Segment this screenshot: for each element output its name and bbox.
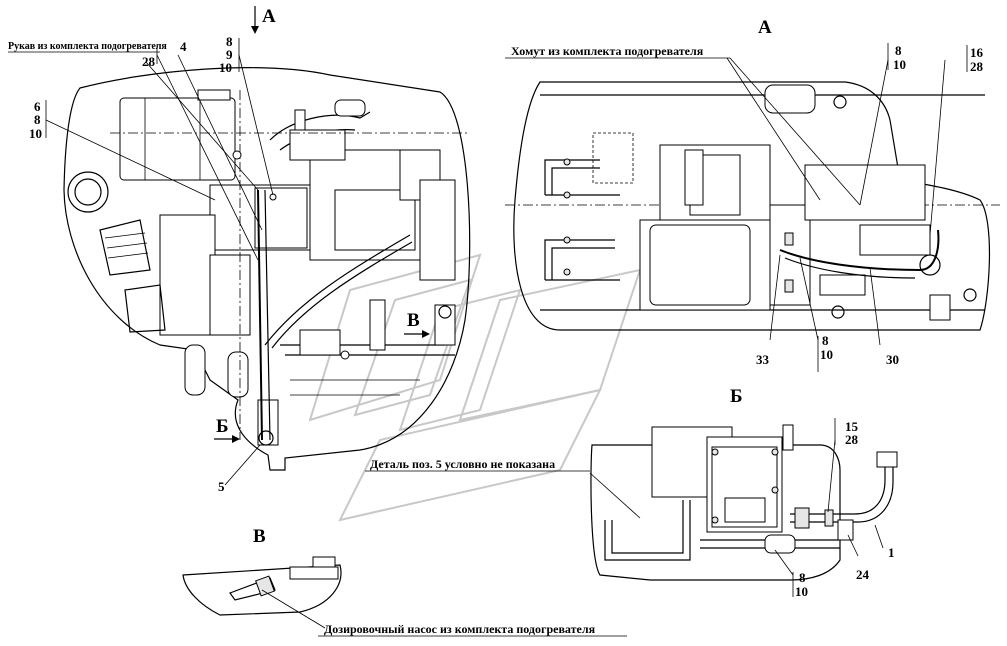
view-v-detail (182, 556, 342, 629)
view-b-arrow (214, 435, 240, 443)
view-a-arrow (251, 6, 259, 34)
pos-30: 30 (886, 352, 899, 367)
pos-9-a: 9 (226, 47, 233, 62)
note-hose: Рукав из комплекта подогревателя (8, 41, 167, 52)
pos-8-a: 8 (226, 34, 233, 49)
note-clamp: Хомут из комплекта подогревателя (511, 44, 704, 58)
pos-6: 6 (34, 99, 41, 114)
pos-10-a: 10 (219, 60, 232, 75)
note-detail5: Деталь поз. 5 условно не показана (370, 457, 555, 471)
pos-24: 24 (856, 567, 870, 582)
pos-28-hose: 28 (142, 54, 156, 69)
pos-10-b: 10 (29, 126, 42, 141)
pos-15: 15 (845, 419, 859, 434)
pos-10-c: 10 (893, 57, 906, 72)
pos-4: 4 (180, 39, 187, 54)
pos-10-e: 10 (795, 584, 808, 599)
pos-8-b: 8 (34, 112, 41, 127)
view-a-label-left: А (262, 6, 276, 27)
pos-16: 16 (970, 45, 984, 60)
pos-10-d: 10 (820, 347, 833, 362)
pos-28-e: 28 (845, 432, 859, 447)
pos-8-c: 8 (895, 43, 902, 58)
view-b-detail (589, 418, 898, 597)
pos-1: 1 (888, 545, 895, 560)
pos-33: 33 (756, 352, 770, 367)
view-v-title: В (253, 526, 266, 547)
pos-8-d: 8 (822, 333, 829, 348)
view-b-title: Б (730, 386, 743, 407)
note-pump: Дозировочный насос из комплекта подогрев… (324, 622, 596, 636)
view-v-arrow-label: В (407, 310, 420, 331)
view-b-arrow-label: Б (216, 416, 229, 437)
view-a-right (505, 43, 1000, 372)
pos-5: 5 (218, 479, 225, 494)
view-a-label-right: А (758, 17, 772, 38)
view-v-arrow (404, 330, 430, 338)
leader-lines-left (45, 38, 274, 486)
left-main-view (63, 67, 471, 471)
pos-28-c: 28 (970, 59, 984, 74)
pos-8-e: 8 (799, 570, 806, 585)
